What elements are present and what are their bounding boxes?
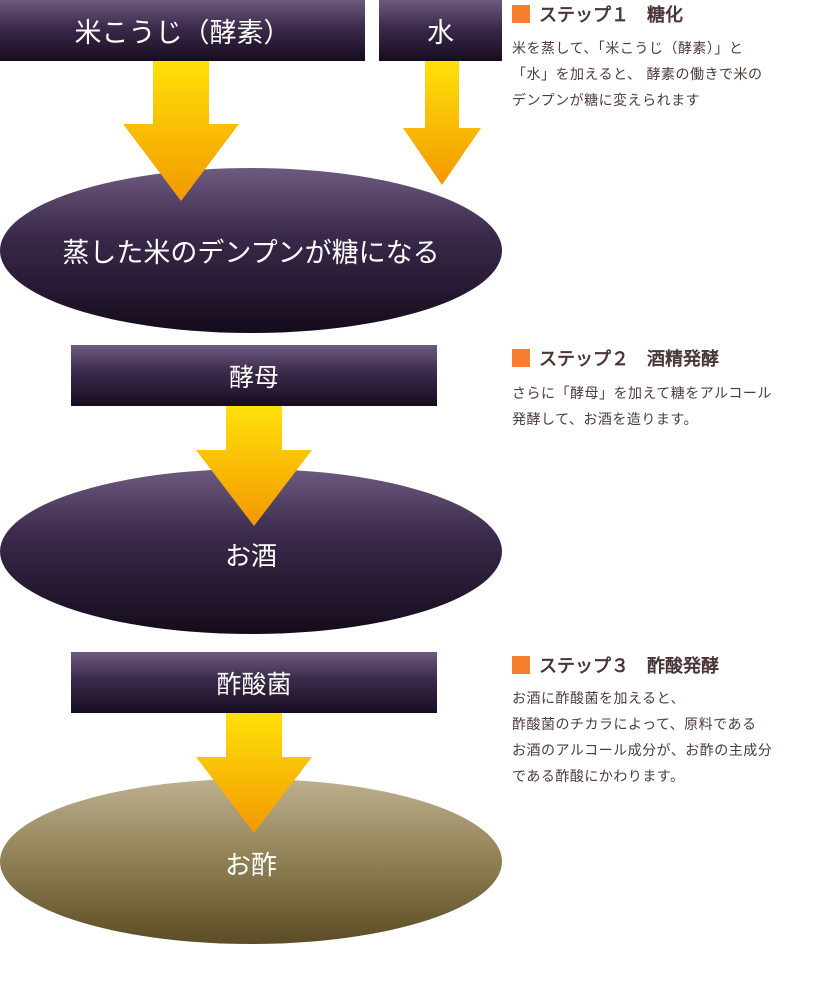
step-3-line-2: 酢酸菌のチカラによって、原料である (512, 717, 757, 733)
starch-to-sugar-label: 蒸した米のデンプンが糖になる (62, 238, 440, 269)
starch-to-sugar-ellipse: 蒸した米のデンプンが糖になる (0, 168, 502, 333)
step-3-line-3: お酒のアルコール成分が、お酢の主成分 (512, 743, 773, 759)
orange-square-icon (512, 349, 530, 367)
arrow-water-down-icon (403, 61, 481, 185)
water-label: 水 (427, 18, 454, 49)
step-2-title-text: ステップ２ 酒精発酵 (539, 349, 719, 370)
step-1-title-text: ステップ１ 糖化 (539, 5, 683, 26)
step-2-line-1: さらに「酵母」を加えて糖をアルコール (512, 386, 772, 402)
acetobacter-label: 酢酸菌 (216, 669, 292, 699)
yeast-box: 酵母 (71, 345, 437, 406)
step-3-description: お酒に酢酸菌を加えると、 酢酸菌のチカラによって、原料である お酒のアルコール成… (512, 686, 820, 790)
acetobacter-box: 酢酸菌 (71, 652, 437, 713)
step-3-line-1: お酒に酢酸菌を加えると、 (512, 691, 686, 707)
step-2-title: ステップ２ 酒精発酵 (512, 345, 719, 371)
arrow-yeast-down-icon (196, 406, 312, 526)
step-3-title-text: ステップ３ 酢酸発酵 (539, 656, 719, 677)
orange-square-icon (512, 5, 530, 23)
vinegar-label: お酢 (224, 851, 277, 881)
koji-label: 米こうじ（酵素） (74, 18, 291, 49)
arrow-acetobacter-down-icon (196, 713, 312, 833)
step-2-description: さらに「酵母」を加えて糖をアルコール 発酵して、お酒を造ります。 (512, 381, 820, 433)
step-2-line-2: 発酵して、お酒を造ります。 (512, 412, 698, 428)
orange-square-icon (512, 656, 530, 674)
step-1-line-1: 米を蒸して、「米こうじ（酵素）」と (512, 41, 744, 57)
water-box: 水 (379, 0, 502, 61)
yeast-label: 酵母 (228, 362, 279, 392)
step-1-description: 米を蒸して、「米こうじ（酵素）」と 「水」を加えると、 酵素の働きで米の デンプ… (512, 36, 820, 114)
step-1-line-3: デンプンが糖に変えられます (512, 93, 701, 109)
step-1-line-2: 「水」を加えると、 酵素の働きで米の (512, 67, 763, 83)
koji-box: 米こうじ（酵素） (0, 0, 365, 61)
step-3-line-4: である酢酸にかわります。 (512, 769, 685, 785)
sake-label: お酒 (224, 542, 277, 572)
step-3-title: ステップ３ 酢酸発酵 (512, 652, 719, 678)
step-1-title: ステップ１ 糖化 (512, 1, 683, 27)
arrow-koji-down-icon (123, 61, 239, 201)
